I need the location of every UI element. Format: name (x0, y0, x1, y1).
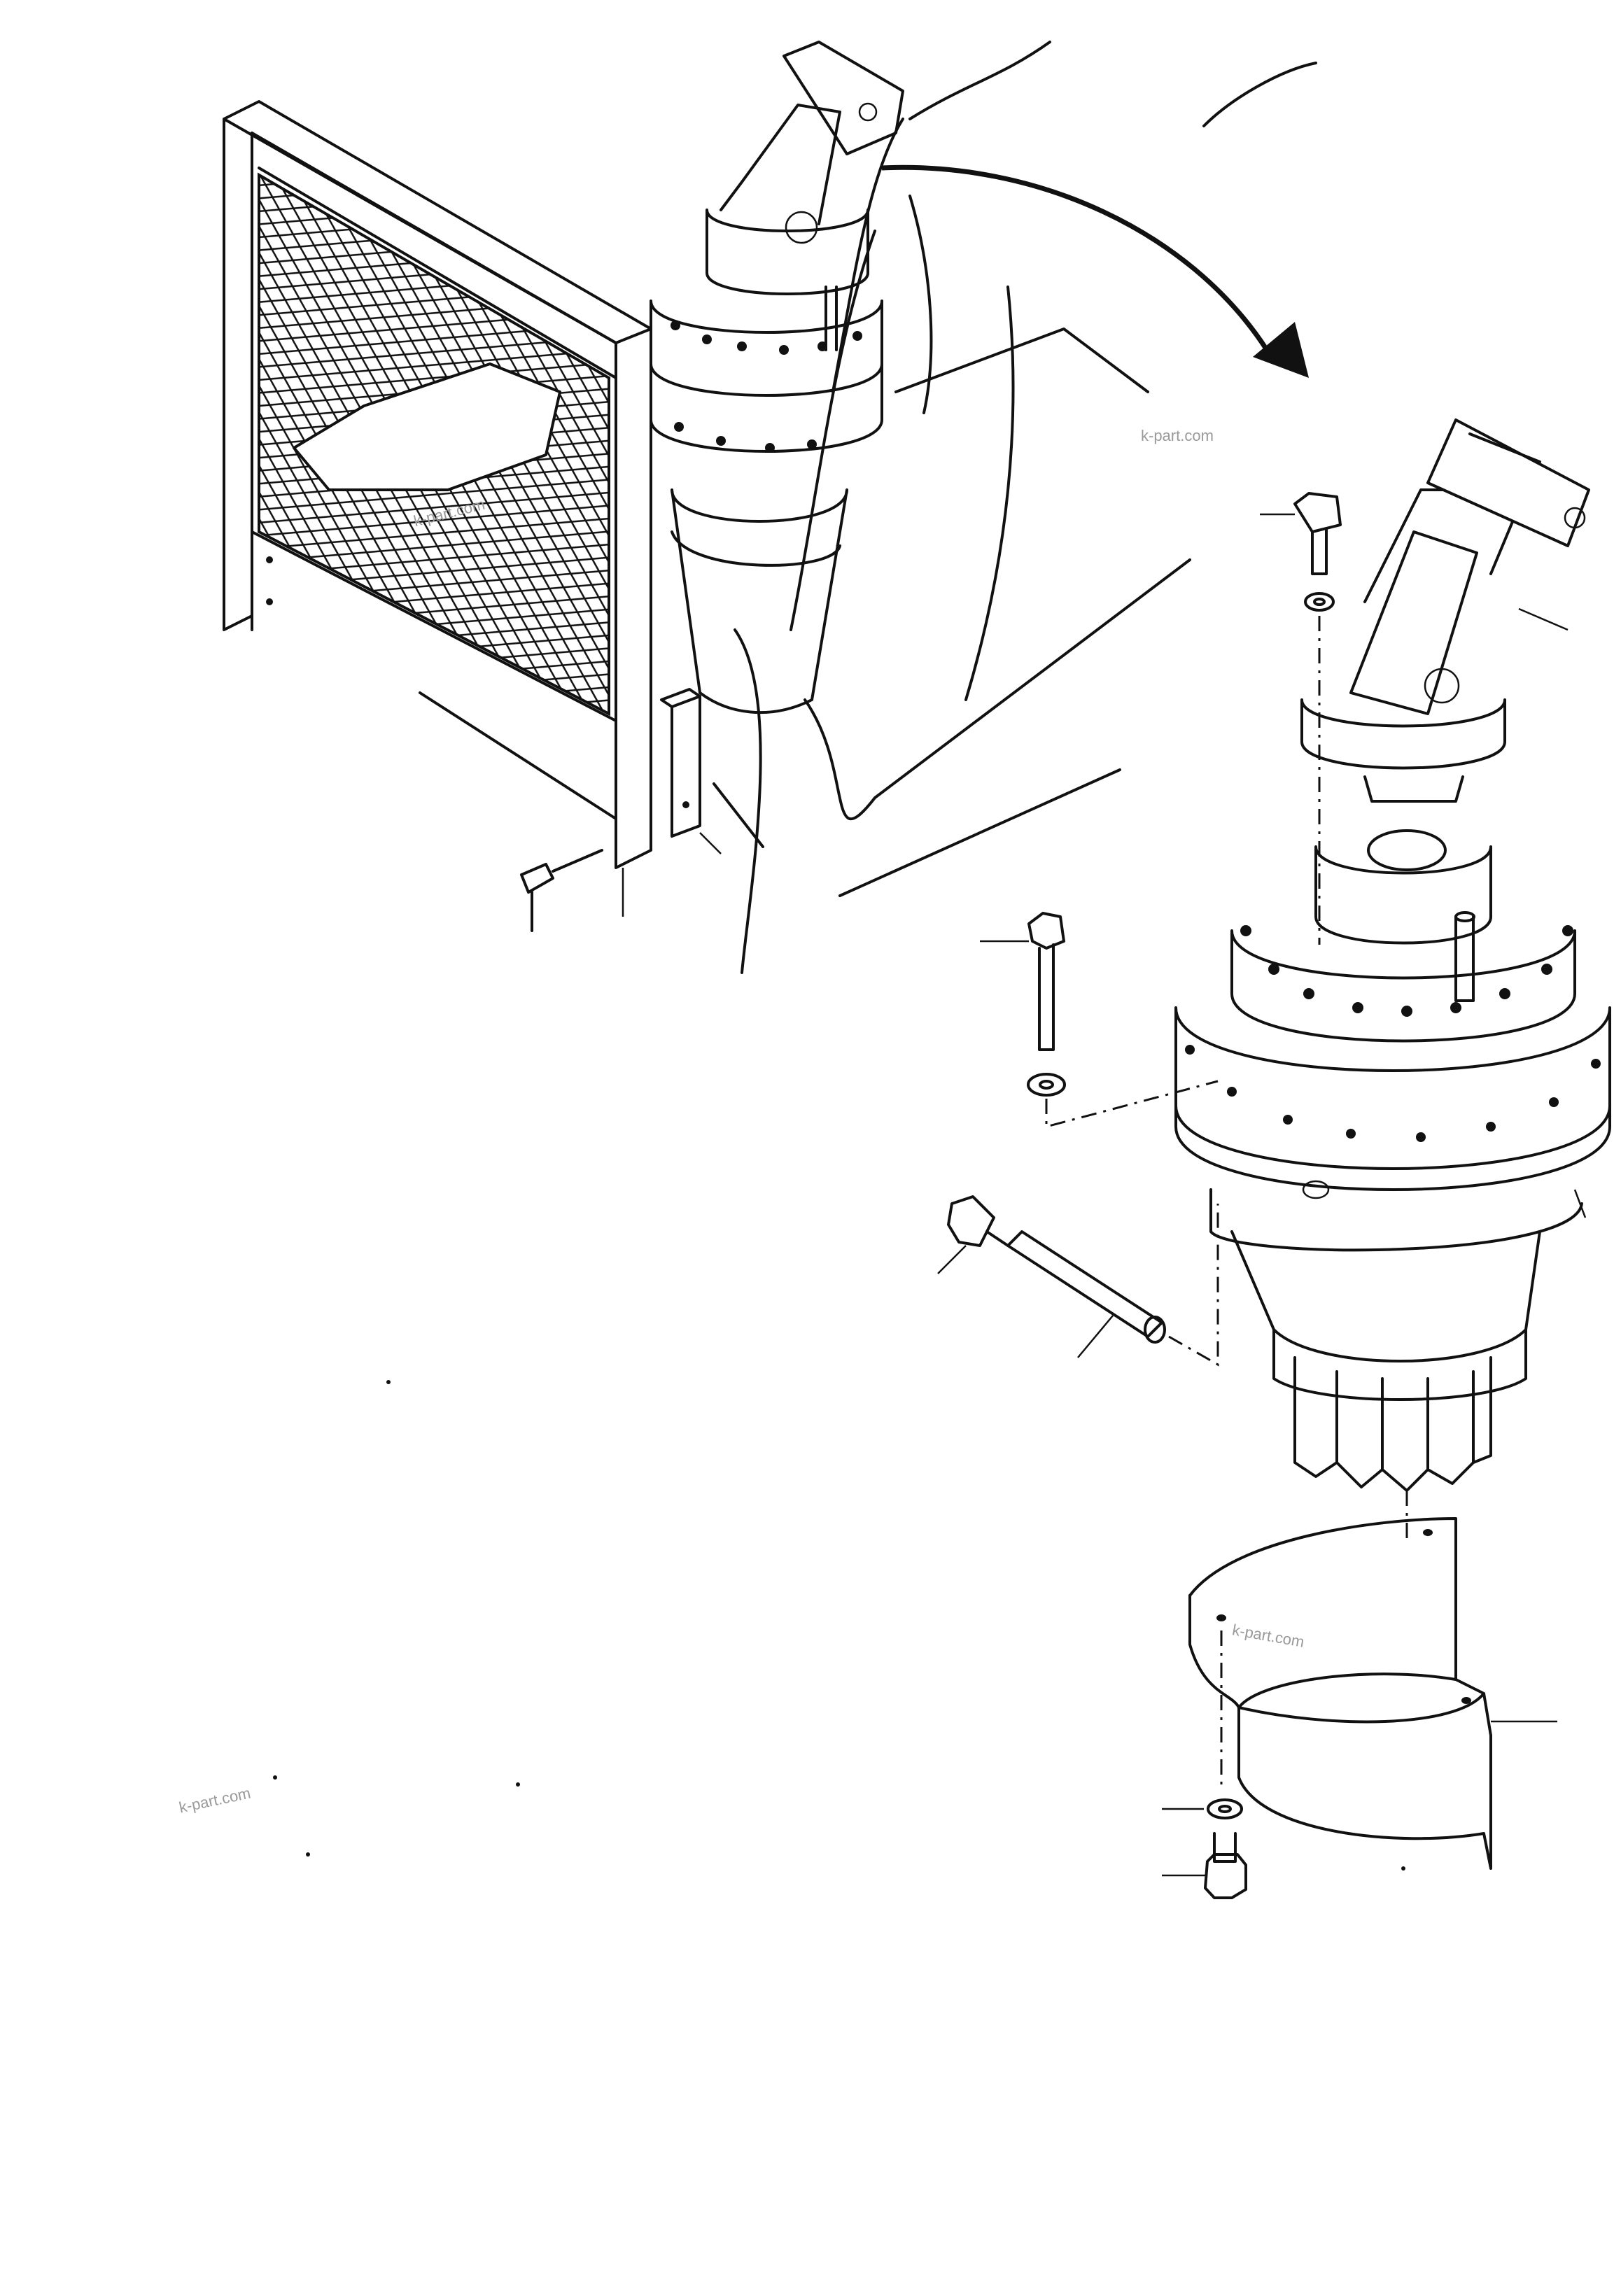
dowel-pin (1454, 911, 1475, 1002)
stray-dots (273, 1380, 1405, 1871)
guard-bolt (520, 849, 603, 932)
mesh-guard-panel (223, 100, 652, 869)
cover-bolt (1162, 1832, 1247, 1899)
gearbox-washer (1027, 1073, 1219, 1128)
leader-lines (622, 832, 1587, 1218)
motor-washer (1304, 592, 1335, 945)
cover-washer (1162, 1798, 1243, 1819)
swing-motor (1300, 418, 1590, 803)
swing-motor-assembly (650, 41, 904, 714)
grease-fitting (937, 1195, 1009, 1274)
grease-pipe (1006, 1204, 1219, 1367)
gearbox-flange-bolts (1185, 925, 1601, 1142)
gearbox-bolt (980, 912, 1065, 1051)
pinion-cover (1188, 1517, 1557, 1870)
pointing-arrow (881, 164, 1309, 378)
pinion-gear (1293, 1356, 1492, 1540)
guard-mounting-bracket (660, 688, 701, 838)
machine-body-outline (419, 41, 1317, 974)
motor-flange-bolts (671, 321, 862, 453)
watermark-text: k-part.com (1141, 427, 1214, 444)
motor-bolt (1260, 492, 1342, 575)
reduction-gearbox (1174, 829, 1611, 1401)
